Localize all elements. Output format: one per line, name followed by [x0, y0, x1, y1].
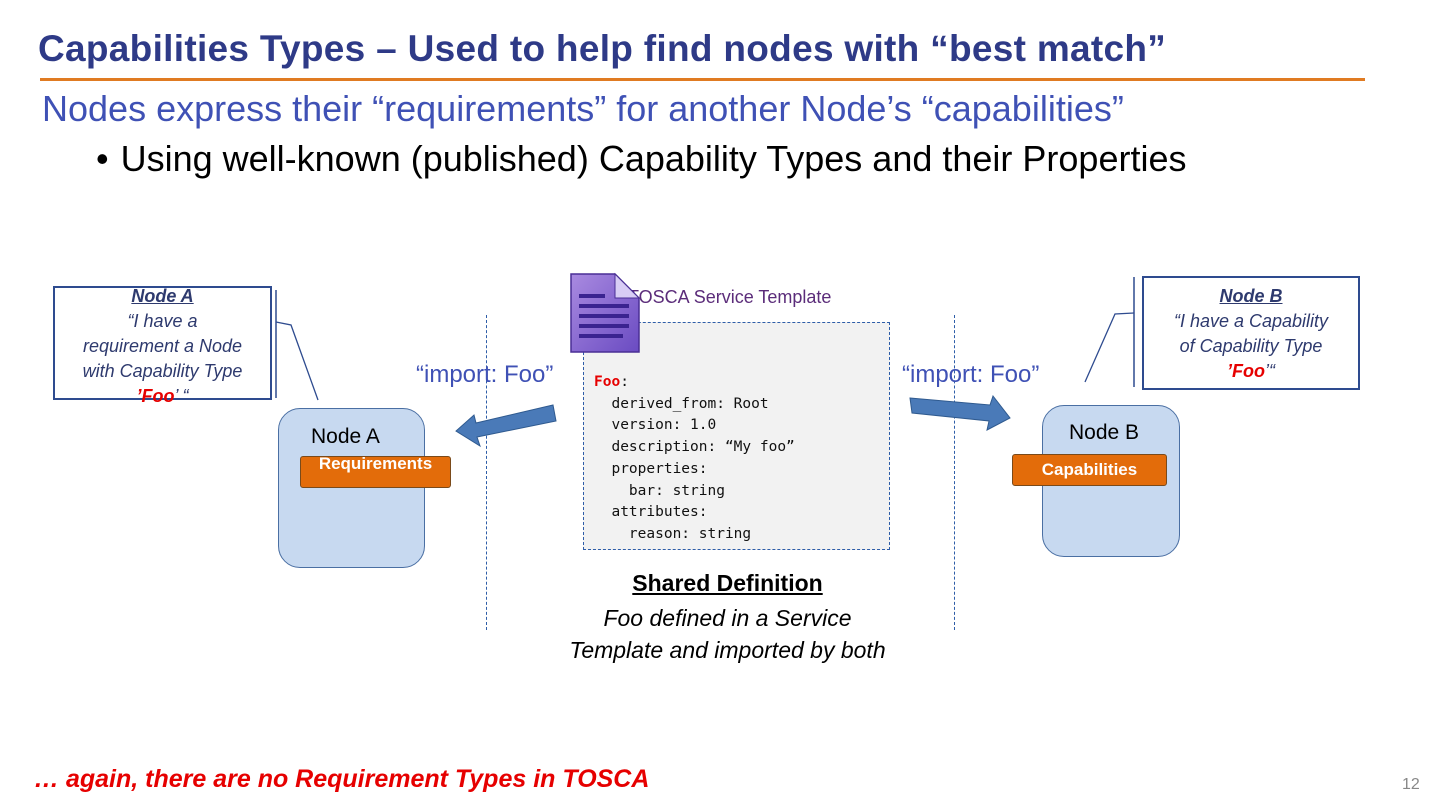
slide-subtitle: Nodes express their “requirements” for a… — [42, 88, 1124, 129]
footer-note: … again, there are no Requirement Types … — [34, 765, 650, 793]
page-number: 12 — [1402, 776, 1420, 793]
callout-a-line2: requirement a Node — [82, 336, 243, 356]
node-a — [278, 408, 425, 568]
callout-b-heading: Node B — [1219, 286, 1283, 306]
requirements-tag: Requirements — [300, 454, 451, 488]
code-header-line: Foo: — [594, 374, 629, 390]
code-line: attributes: — [594, 504, 708, 521]
code-line: description: “My foo” — [594, 439, 795, 456]
callout-node-b: Node B “I have a Capability of Capabilit… — [1142, 276, 1360, 390]
callout-a-pointer — [275, 321, 319, 401]
capabilities-tag: Capabilities — [1012, 454, 1167, 486]
callout-a-line3: with Capability Type — [82, 361, 243, 381]
node-b-title: Node B — [1069, 421, 1140, 444]
callout-a-heading: Node A — [131, 286, 194, 306]
requirements-label: Requirements — [318, 454, 433, 473]
callout-b-line2: of Capability Type — [1179, 336, 1323, 356]
callout-b-pointer — [1084, 312, 1135, 383]
bullet-icon: • — [96, 138, 109, 179]
import-arrow-right — [909, 394, 1011, 431]
code-type-name: Foo — [594, 374, 621, 390]
title-underline — [40, 78, 1365, 81]
capability-type-name: Foo — [141, 386, 175, 406]
code-line: properties: — [594, 460, 708, 477]
code-line: version: 1.0 — [594, 417, 717, 434]
left-separator — [486, 315, 487, 630]
import-arrow-left — [455, 404, 557, 448]
capability-type-definition: Foo: derived_from: Root version: 1.0 des… — [594, 372, 795, 546]
document-icon — [570, 272, 641, 353]
code-line: reason: string — [594, 525, 752, 542]
service-template-box — [583, 322, 890, 550]
import-label-right: “import: Foo” — [902, 361, 1040, 388]
bullet-point: • Using well-known (published) Capability… — [96, 138, 1186, 180]
callout-node-a: Node A “I have a requirement a Node with… — [53, 286, 272, 406]
callout-b-line3: ’Foo’“ — [1226, 361, 1275, 381]
shared-definition-text: Foo defined in a Service Template and im… — [569, 605, 886, 663]
code-line: bar: string — [594, 482, 725, 499]
code-line: derived_from: Root — [594, 395, 769, 412]
capability-type-name: Foo — [1232, 361, 1265, 381]
bullet-text: Using well-known (published) Capability … — [120, 138, 1187, 179]
shared-definition-heading: Shared Definition — [632, 570, 823, 596]
right-separator — [954, 315, 955, 630]
callout-a-line1: “I have a — [127, 311, 198, 331]
callout-a-line4: ’Foo’ “ — [136, 386, 189, 406]
service-template-title: TOSCA Service Template — [628, 287, 832, 307]
callout-b-line1: “I have a Capability — [1173, 311, 1329, 331]
slide-title: Capabilities Types – Used to help find n… — [38, 28, 1167, 69]
node-a-title: Node A — [311, 425, 380, 448]
import-label-left: “import: Foo” — [416, 361, 554, 388]
